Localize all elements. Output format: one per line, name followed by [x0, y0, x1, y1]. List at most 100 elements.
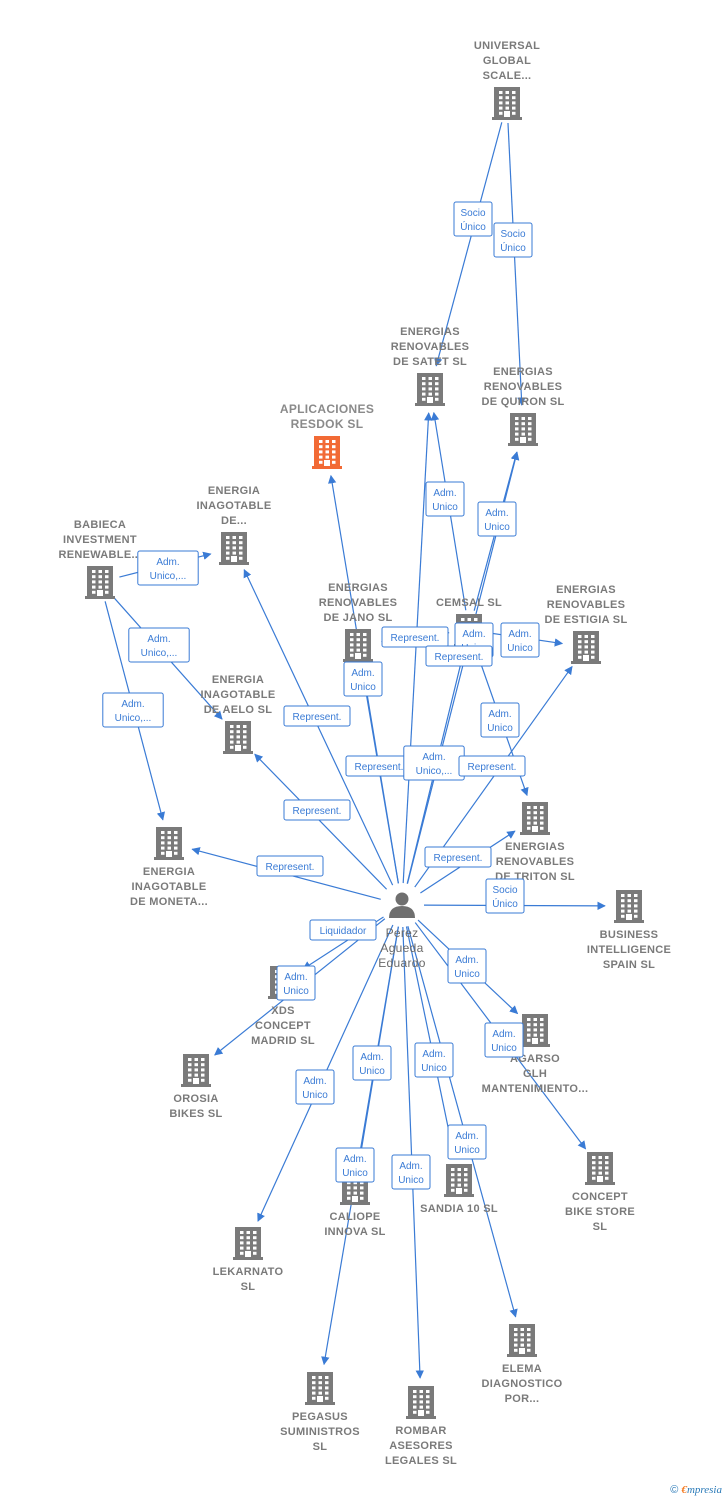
edge-label[interactable]: Represent. [345, 755, 413, 777]
edge-label[interactable]: Adm.Unico,... [102, 692, 164, 728]
focus-building-icon[interactable] [312, 436, 342, 469]
edge-label[interactable]: Represent. [283, 705, 351, 727]
edge-label[interactable]: Adm.Unico [447, 948, 487, 984]
edge-label-text: Unico [491, 1043, 517, 1054]
node-label: DIAGNOSTICO [482, 1378, 563, 1390]
edge-label[interactable]: Represent. [425, 645, 493, 667]
edge-label-text: Unico [302, 1090, 328, 1101]
edge-label-text: Adm. [147, 634, 170, 645]
node-label: SUMINISTROS [280, 1426, 360, 1438]
edge-label[interactable]: Adm.Unico [352, 1045, 392, 1081]
edge-label-text: Adm. [508, 629, 531, 640]
edge-label[interactable]: Adm.Unico [343, 661, 383, 697]
building-icon[interactable] [415, 373, 445, 406]
node-inagotable[interactable]: ENERGIAINAGOTABLEDE... [197, 485, 272, 565]
edge-label[interactable]: Liquidador [309, 919, 377, 941]
building-icon[interactable] [181, 1054, 211, 1087]
person-icon[interactable] [389, 892, 415, 919]
edge-label[interactable]: Adm.Unico [335, 1147, 375, 1183]
edge-label[interactable]: Adm.Unico,... [403, 745, 465, 781]
edge-label[interactable]: Adm.Unico [477, 501, 517, 537]
edge-label[interactable]: Represent. [283, 799, 351, 821]
edge-person-to-pegasus [321, 926, 399, 1366]
node-label: ENERGIA [143, 866, 195, 878]
building-icon[interactable] [585, 1152, 615, 1185]
brand-logo-e: € [681, 1484, 687, 1496]
edge-label[interactable]: Represent. [256, 855, 324, 877]
building-icon[interactable] [154, 827, 184, 860]
node-label: MADRID SL [251, 1035, 315, 1047]
building-icon[interactable] [507, 1324, 537, 1357]
edge-label[interactable]: Adm.Unico [414, 1042, 454, 1078]
node-label: ASESORES [389, 1440, 453, 1452]
node-label: CONCEPT [572, 1191, 628, 1203]
edge-label-text: Adm. [360, 1052, 383, 1063]
node-label: PEGASUS [292, 1411, 348, 1423]
building-icon[interactable] [219, 532, 249, 565]
node-label: DE JANO SL [323, 612, 392, 624]
edge-label[interactable]: Adm.Unico [480, 702, 520, 738]
building-icon[interactable] [406, 1386, 436, 1419]
edge-label-text: Unico,... [141, 648, 178, 659]
edge-label[interactable]: Adm.Unico [484, 1022, 524, 1058]
node-universal[interactable]: UNIVERSALGLOBALSCALE... [474, 40, 540, 120]
building-icon[interactable] [305, 1372, 335, 1405]
node-pegasus[interactable]: PEGASUS SUMINISTROS SL [280, 1372, 360, 1453]
edge-label[interactable]: Represent. [458, 755, 526, 777]
edge-label[interactable]: Adm. Unico,... [128, 627, 190, 663]
edge-label[interactable]: Adm.Unico [295, 1069, 335, 1105]
building-icon[interactable] [444, 1164, 474, 1197]
node-elema[interactable]: ELEMADIAGNOSTICOPOR... [482, 1324, 563, 1405]
edge-label-text: Socio [460, 208, 485, 219]
edge-labels-layer: SocioÚnicoSocioÚnicoAdm.UnicoAdm.UnicoAd… [102, 201, 540, 1190]
building-icon[interactable] [233, 1227, 263, 1260]
edge-label[interactable]: Adm.Unico [500, 622, 540, 658]
node-label: APLICACIONES [280, 402, 374, 416]
building-icon[interactable] [520, 802, 550, 835]
node-label: SL [313, 1441, 328, 1453]
building-icon[interactable] [571, 631, 601, 664]
edge-label[interactable]: Adm.Unico [447, 1124, 487, 1160]
building-icon[interactable] [614, 890, 644, 923]
edge-label[interactable]: Adm.Unico [276, 965, 316, 1001]
building-icon[interactable] [343, 629, 373, 662]
node-sandia[interactable]: SANDIA 10 SL [420, 1164, 498, 1215]
brand-logo-text: mpresia [686, 1484, 722, 1496]
building-icon[interactable] [492, 87, 522, 120]
edge-label[interactable]: Adm.Unico [425, 481, 465, 517]
node-label: RENOVABLES [496, 856, 575, 868]
building-icon[interactable] [223, 721, 253, 754]
node-label: RENOVABLES [319, 597, 398, 609]
building-icon[interactable] [520, 1014, 550, 1047]
building-icon[interactable] [85, 566, 115, 599]
node-babieca[interactable]: BABIECAINVESTMENTRENEWABLE... [58, 519, 141, 599]
edge-label[interactable]: Adm.Unico,... [137, 550, 199, 586]
node-label: BIKES SL [169, 1108, 222, 1120]
edge-label-text: Represent. [293, 712, 342, 723]
edge-label[interactable]: Represent. [381, 626, 449, 648]
edge-label-text: Unico [454, 969, 480, 980]
building-icon[interactable] [508, 413, 538, 446]
edge-label-text: Unico [484, 522, 510, 533]
edge-label[interactable]: Represent. [424, 846, 492, 868]
node-label: DE QUIRON SL [481, 396, 564, 408]
edge-label-text: Unico,... [416, 766, 453, 777]
edge-label[interactable]: Adm.Unico [391, 1154, 431, 1190]
